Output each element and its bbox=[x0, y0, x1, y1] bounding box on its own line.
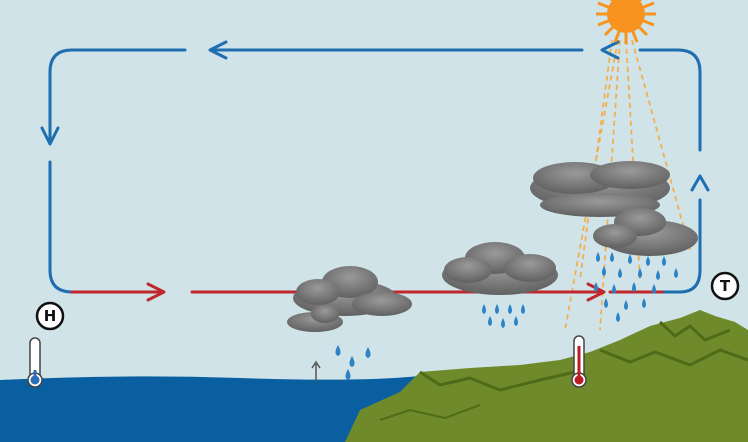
rain-drops-land bbox=[594, 252, 678, 322]
thermometer-hot-icon bbox=[571, 335, 587, 388]
arrowhead-top-right bbox=[600, 40, 620, 60]
air-circulation-loop bbox=[48, 48, 702, 294]
sun-icon bbox=[596, 0, 656, 44]
low-pressure-marker: T bbox=[710, 271, 740, 301]
arrowhead-down-left bbox=[40, 126, 60, 146]
rain-drops-coast bbox=[482, 304, 525, 328]
low-pressure-label: T bbox=[720, 277, 731, 295]
thermometer-cold-icon bbox=[27, 337, 43, 388]
circulation-arrowheads bbox=[40, 40, 710, 192]
rain-drops-sea bbox=[335, 345, 371, 380]
arrowhead-up-right bbox=[690, 174, 710, 192]
sea bbox=[0, 376, 420, 442]
storm-cloud-land bbox=[530, 161, 698, 256]
land bbox=[345, 310, 748, 442]
high-pressure-marker: H bbox=[35, 301, 65, 331]
evaporation-arrow-icon bbox=[311, 360, 321, 382]
high-pressure-label: H bbox=[44, 307, 57, 325]
arrowhead-top-left bbox=[208, 40, 228, 60]
cloud-coast bbox=[442, 242, 558, 295]
cloud-sea bbox=[287, 266, 412, 332]
